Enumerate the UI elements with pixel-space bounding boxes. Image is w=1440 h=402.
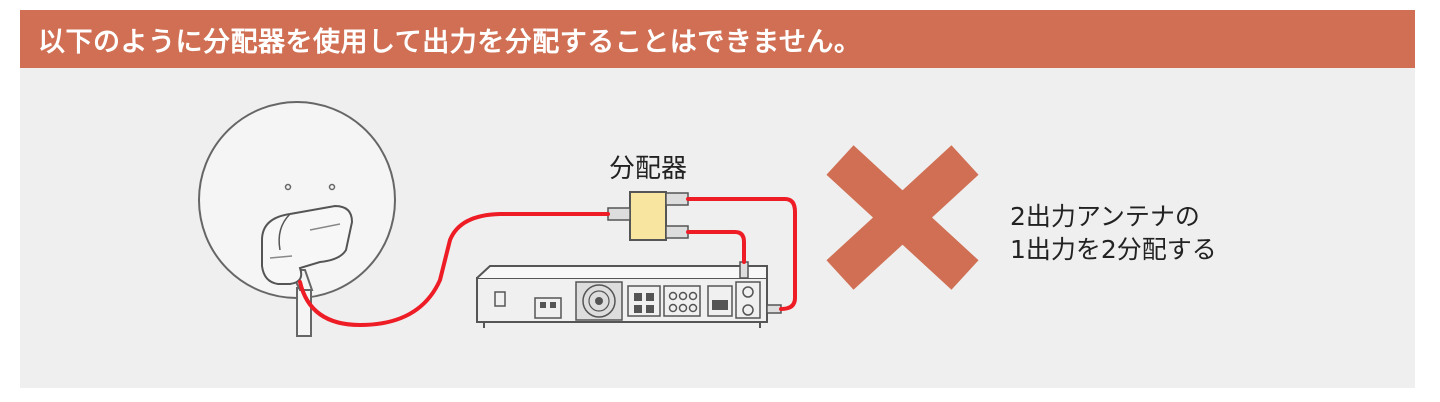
header-title: 以下のように分配器を使用して出力を分配することはできません。 [38,27,862,58]
recorder-unit [476,261,782,328]
lnb-converter [261,204,354,285]
cross-icon [826,145,979,290]
cable-dish-to-splitter [298,212,610,328]
splitter [607,191,689,241]
cable-splitter-out2 [686,230,746,264]
header-bar: 以下のように分配器を使用して出力を分配することはできません。 [20,10,1415,68]
cable-splitter-out1 [686,197,797,311]
satellite-dish [198,101,396,337]
cables [298,197,797,328]
note-line-2: 1出力を2分配する [1010,235,1217,264]
splitter-label: 分配器 [609,154,687,184]
note-line-1: 2出力アンテナの [1010,202,1200,231]
